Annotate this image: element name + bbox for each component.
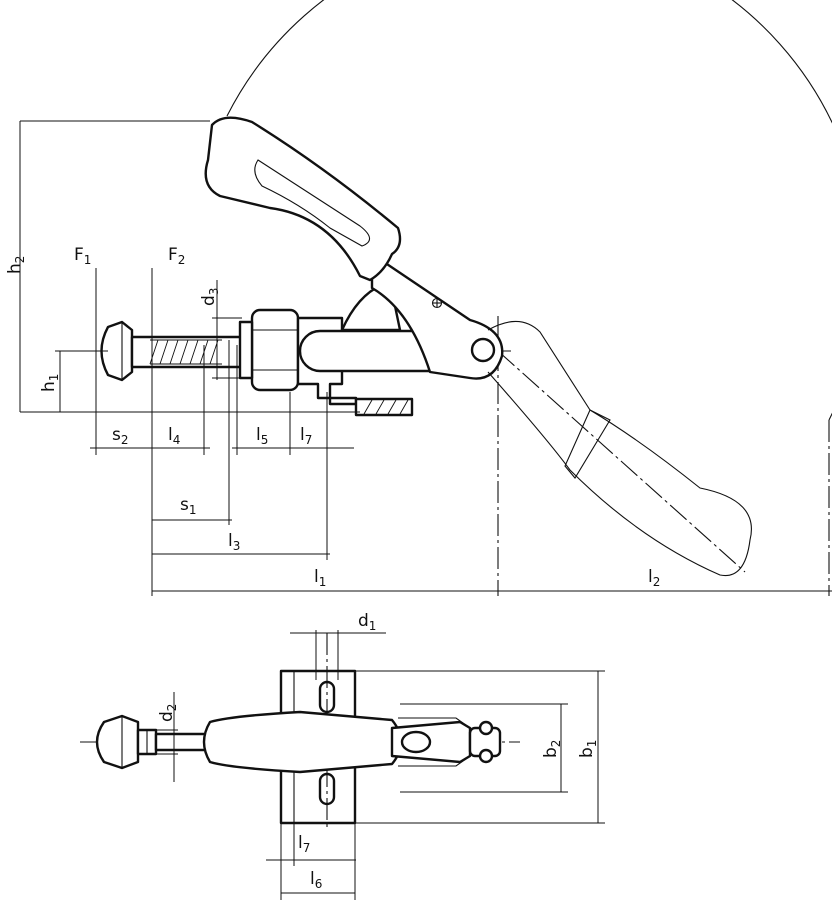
label-d1: d1 xyxy=(358,611,376,633)
clevis-frame xyxy=(398,717,471,767)
handle-grip-closed xyxy=(204,116,402,282)
lever-rivet xyxy=(431,297,443,309)
clevis-eye xyxy=(400,730,432,754)
label-l2: l2 xyxy=(648,567,660,589)
housing-top xyxy=(202,710,403,774)
plunger-top xyxy=(154,732,212,752)
washer xyxy=(238,320,254,380)
label-l5: l5 xyxy=(256,425,268,447)
label-l7-top: l7 xyxy=(298,833,310,855)
label-l6: l6 xyxy=(310,869,322,891)
label-s2: s2 xyxy=(112,425,129,447)
label-b1: b1 xyxy=(577,740,599,758)
label-d2: d2 xyxy=(157,704,179,722)
label-l1: l1 xyxy=(314,567,326,589)
side-view: h2 h1 F1 F2 d3 s2 l4 l5 l7 s1 l3 l1 l2 xyxy=(5,0,832,596)
label-h2: h2 xyxy=(5,256,27,274)
pivot-pin xyxy=(470,337,496,363)
label-F2: F2 xyxy=(168,245,185,267)
threaded-spindle xyxy=(130,335,244,369)
pivot-pin-top-lower xyxy=(478,748,494,764)
handle-open-position xyxy=(487,320,752,577)
handle-open-grip-sleeve xyxy=(564,409,611,479)
top-view: d1 d2 b2 b1 l7 l6 xyxy=(80,611,605,900)
lock-nut xyxy=(250,308,300,392)
label-h1: h1 xyxy=(39,374,61,392)
label-F1: F1 xyxy=(74,245,91,267)
open-handle-axis xyxy=(497,350,746,573)
top-dimensions xyxy=(148,630,605,900)
side-dimensions xyxy=(19,120,832,596)
knob-top xyxy=(95,714,140,770)
label-d3: d3 xyxy=(199,288,221,306)
base-hatching xyxy=(363,399,409,415)
label-l3: l3 xyxy=(228,531,240,553)
pivot-lever xyxy=(370,252,504,380)
handle-grip-inlay xyxy=(254,159,371,247)
label-l7-side: l7 xyxy=(300,425,312,447)
label-s1: s1 xyxy=(180,495,197,517)
label-b2: b2 xyxy=(541,740,563,758)
pivot-pin-top-upper xyxy=(478,720,494,736)
label-l4: l4 xyxy=(168,425,180,447)
